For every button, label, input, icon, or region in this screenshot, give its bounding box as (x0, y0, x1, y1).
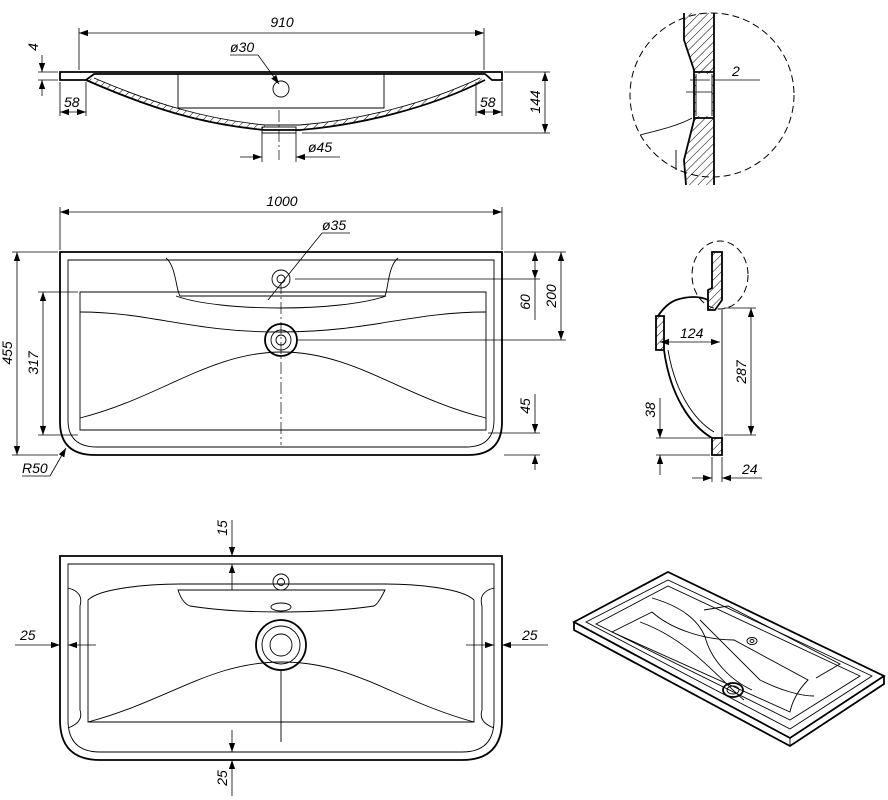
detail-view: 2 (629, 12, 795, 186)
dim-124: 124 (680, 325, 704, 341)
dim-58-left: 58 (64, 94, 80, 110)
dim-38: 38 (642, 402, 658, 418)
dim-200: 200 (543, 284, 559, 309)
isometric-view (572, 570, 886, 748)
dim-4: 4 (25, 43, 41, 51)
side-view: 910 4 ø30 58 58 144 ø45 (25, 14, 550, 162)
dim-60: 60 (517, 294, 533, 310)
dim-25-left: 25 (19, 627, 36, 643)
dim-r50: R50 (22, 460, 48, 476)
dim-317: 317 (25, 350, 41, 375)
dim-o35: ø35 (322, 217, 346, 233)
dim-o45: ø45 (308, 139, 332, 155)
dim-144: 144 (527, 90, 543, 114)
dim-2: 2 (731, 63, 740, 79)
dim-1000: 1000 (266, 193, 297, 209)
dim-58-right: 58 (480, 94, 496, 110)
dim-45: 45 (517, 398, 533, 414)
section-view: 124 287 38 24 (642, 240, 762, 482)
top-view: 1000 ø35 455 317 R50 60 200 45 (0, 193, 566, 477)
dim-25-bottom: 25 (214, 770, 230, 787)
underside-view: 15 25 25 25 (15, 520, 548, 796)
dim-455: 455 (0, 341, 15, 365)
dim-24: 24 (741, 461, 758, 477)
dim-287: 287 (733, 359, 749, 385)
dim-25-right: 25 (521, 627, 538, 643)
dim-15: 15 (214, 520, 230, 536)
dim-910: 910 (270, 14, 294, 30)
dim-o30: ø30 (230, 39, 254, 55)
